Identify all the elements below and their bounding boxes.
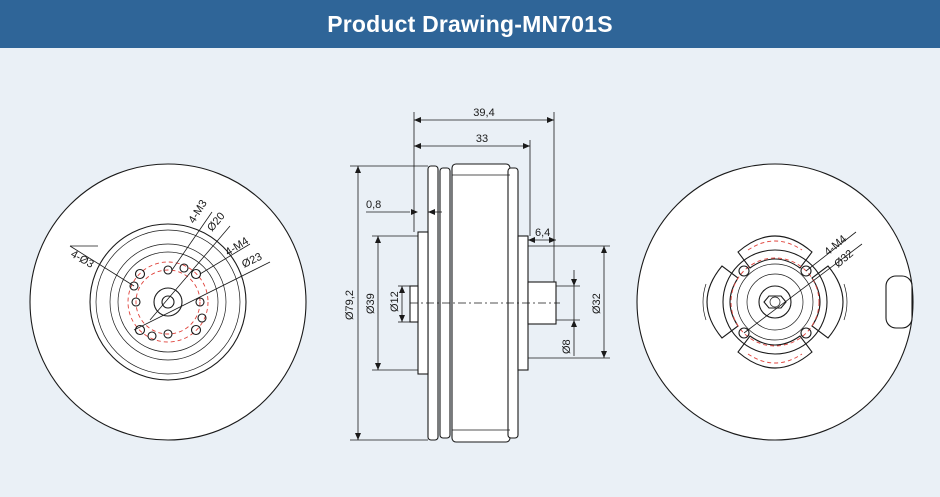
- m4-hole-rear: [738, 265, 750, 277]
- technical-drawing: 4-Ø3 4-M3 Ø20 4-M4 Ø23 39,4 33: [0, 48, 940, 497]
- bolt-circle-d23: [127, 261, 209, 343]
- rear-hub-outer: [722, 249, 828, 355]
- shaft-center: [161, 295, 175, 309]
- dim-d12: Ø12: [389, 291, 401, 312]
- m4-hole: [190, 324, 202, 336]
- m3-hole: [195, 297, 205, 307]
- rear-hub-ring: [736, 263, 814, 341]
- m3-hole: [131, 297, 141, 307]
- m3-hole: [163, 329, 173, 339]
- rear-boss: [758, 285, 792, 319]
- stator-inner-ring: [95, 229, 241, 375]
- dim-33: 33: [476, 133, 488, 145]
- dim-d8: Ø8: [561, 339, 573, 354]
- m4-hole-rear: [738, 327, 750, 339]
- d3-hole: [179, 263, 189, 273]
- m4-hole: [134, 268, 146, 280]
- side-view: 39,4 33 0,8 6,4 Ø79,2 Ø39: [344, 107, 610, 443]
- hub-outer: [109, 243, 227, 361]
- wire-exit: [885, 275, 913, 329]
- hub-inner: [117, 251, 219, 353]
- hex-shaft-end: [763, 295, 787, 309]
- d3-hole: [129, 281, 139, 291]
- dim-d32: Ø32: [591, 293, 603, 314]
- dim-6-4: 6,4: [535, 227, 550, 239]
- m4-hole-rear: [800, 327, 812, 339]
- mount-boss: [409, 285, 419, 323]
- rotor-outline: [29, 163, 307, 441]
- shaft-center-rear: [769, 296, 781, 308]
- dim-d39: Ø39: [365, 293, 377, 314]
- m4-hole-rear: [800, 265, 812, 277]
- bearing-ring: [746, 273, 804, 331]
- cooling-lobes: [702, 235, 848, 369]
- page-title: Product Drawing-MN701S: [327, 10, 613, 37]
- dim-0-8: 0,8: [366, 199, 381, 211]
- dim-d79-2: Ø79,2: [344, 290, 356, 320]
- stator-ring: [89, 223, 247, 381]
- rotor-outline-rear: [636, 163, 914, 441]
- rear-view: 4-M4 Ø32: [636, 163, 914, 441]
- bolt-circle-d20: [135, 269, 201, 335]
- front-view: 4-Ø3 4-M3 Ø20 4-M4 Ø23: [29, 163, 307, 441]
- shaft-boss: [153, 287, 183, 317]
- d3-hole: [147, 331, 157, 341]
- m4-hole: [134, 324, 146, 336]
- dim-39-4: 39,4: [473, 107, 494, 119]
- bolt-circle-d32: [730, 257, 820, 347]
- d3-hole: [197, 313, 207, 323]
- header-banner: Product Drawing-MN701S: [0, 0, 940, 48]
